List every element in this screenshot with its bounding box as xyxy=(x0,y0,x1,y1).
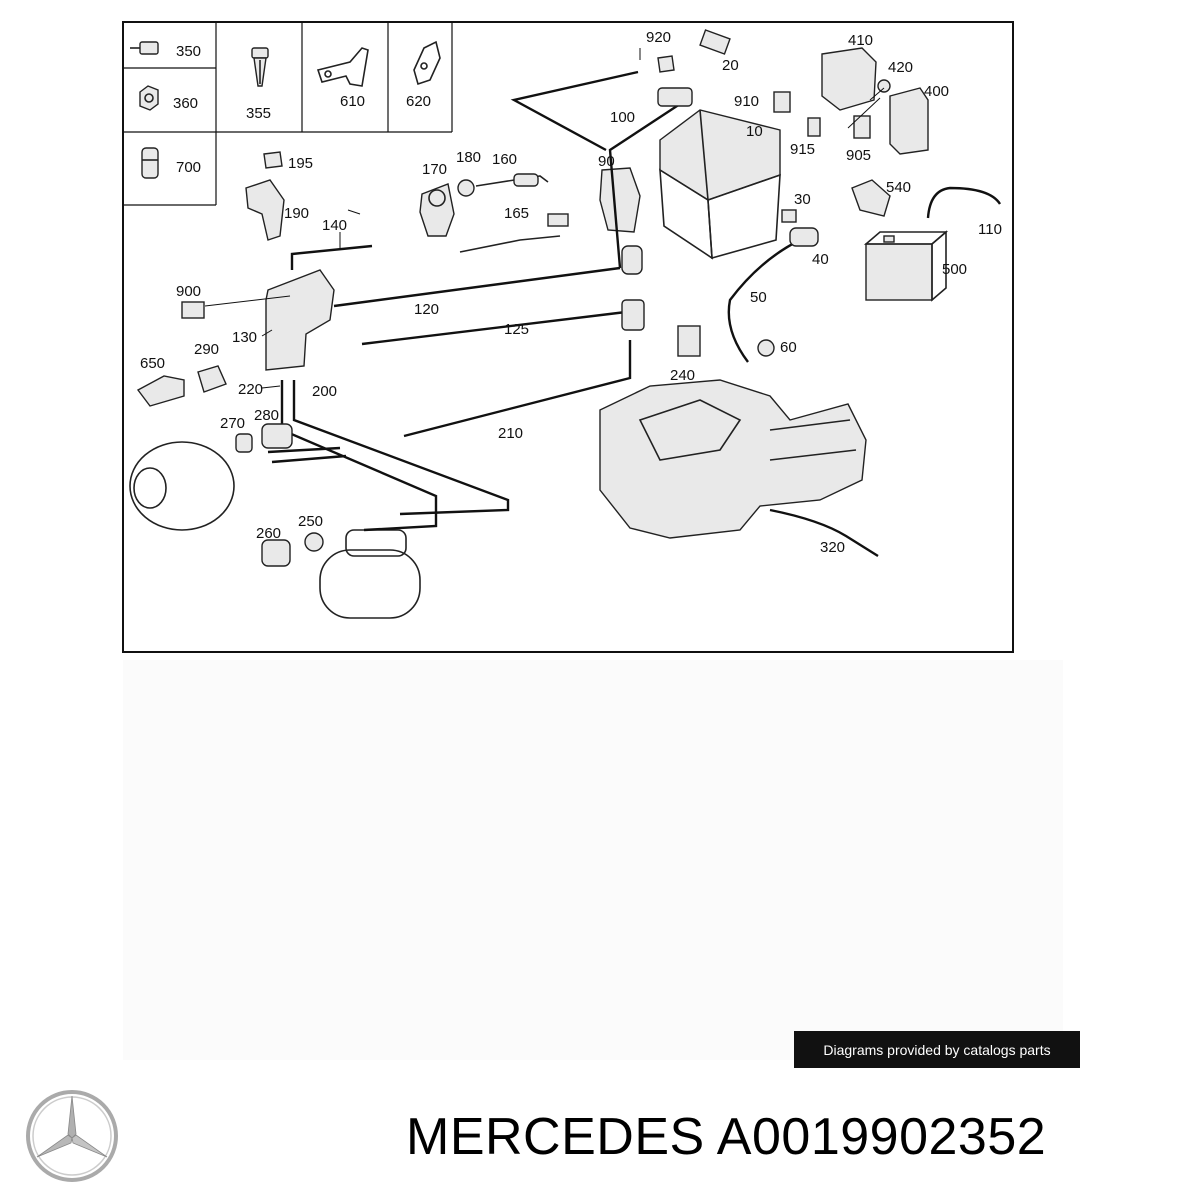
callout-610: 610 xyxy=(340,93,365,110)
diagram-lower-blank-area xyxy=(123,660,1063,1060)
callout-170: 170 xyxy=(422,161,447,178)
callout-270: 270 xyxy=(220,415,245,432)
callout-650: 650 xyxy=(140,355,165,372)
engine-assembly xyxy=(599,379,867,539)
cable-320 xyxy=(769,508,879,558)
callout-620: 620 xyxy=(406,93,431,110)
bracket-410 xyxy=(821,47,877,111)
alternator xyxy=(129,441,235,531)
callout-20: 20 xyxy=(722,57,739,74)
callout-130: 130 xyxy=(232,329,257,346)
terminal-170 xyxy=(419,183,455,237)
callout-110: 110 xyxy=(978,221,1002,238)
callout-140: 140 xyxy=(322,217,347,234)
callout-190: 190 xyxy=(284,205,309,222)
wiring-lines xyxy=(267,70,681,532)
callout-355: 355 xyxy=(246,105,271,122)
module-400 xyxy=(889,87,929,155)
callout-195: 195 xyxy=(288,155,313,172)
cable-110 xyxy=(926,186,1002,219)
callout-920: 920 xyxy=(646,29,671,46)
callout-700: 700 xyxy=(176,159,201,176)
callout-500: 500 xyxy=(942,261,967,278)
hose-50 xyxy=(727,238,801,363)
callout-200: 200 xyxy=(312,383,337,400)
callout-leaders xyxy=(204,48,885,389)
cable-holder-130 xyxy=(265,269,335,371)
clip-190 xyxy=(245,179,285,241)
diagram-credit-badge: Diagrams provided by catalogs parts xyxy=(794,1031,1080,1068)
callout-40: 40 xyxy=(812,251,829,268)
diagram-frame xyxy=(122,21,1014,653)
callout-125: 125 xyxy=(504,321,529,338)
callout-250: 250 xyxy=(298,513,323,530)
callout-400: 400 xyxy=(924,83,949,100)
callout-165: 165 xyxy=(504,205,529,222)
small-parts-grid xyxy=(123,22,453,206)
callout-210: 210 xyxy=(498,425,523,442)
part-number: A0019902352 xyxy=(716,1108,1047,1166)
callout-220: 220 xyxy=(238,381,263,398)
callout-540: 540 xyxy=(886,179,911,196)
callout-260: 260 xyxy=(256,525,281,542)
callout-910: 910 xyxy=(734,93,759,110)
brand-name: MERCEDES xyxy=(406,1108,705,1166)
callout-90: 90 xyxy=(598,153,615,170)
callout-50: 50 xyxy=(750,289,767,306)
callout-100: 100 xyxy=(610,109,635,126)
callout-320: 320 xyxy=(820,539,845,556)
callout-280: 280 xyxy=(254,407,279,424)
callout-labels: 350 360 700 355 610 620 920 20 410 420 4… xyxy=(140,29,1002,556)
callout-160: 160 xyxy=(492,151,517,168)
callout-350: 350 xyxy=(176,43,201,60)
callout-10: 10 xyxy=(746,123,763,140)
battery-10 xyxy=(659,109,781,260)
nut-360 xyxy=(139,85,159,111)
callout-30: 30 xyxy=(794,191,811,208)
fuse-box-90 xyxy=(599,167,641,233)
callout-410: 410 xyxy=(848,32,873,49)
aux-battery-500 xyxy=(863,230,949,302)
callout-420: 420 xyxy=(888,59,913,76)
callout-290: 290 xyxy=(194,341,219,358)
small-loose-parts xyxy=(136,29,891,567)
bolt-350 xyxy=(130,41,159,55)
callout-120: 120 xyxy=(414,301,439,318)
starter-motor xyxy=(319,529,421,619)
bracket-620 xyxy=(413,40,441,86)
callout-915: 915 xyxy=(790,141,815,158)
sleeve-700 xyxy=(141,147,159,179)
part-title: MERCEDES A0019902352 xyxy=(406,1107,1046,1167)
callout-240: 240 xyxy=(670,367,695,384)
clip-355 xyxy=(251,47,269,87)
bracket-610 xyxy=(316,47,369,87)
mercedes-star-logo xyxy=(26,1090,118,1182)
callout-360: 360 xyxy=(173,95,198,112)
callout-180: 180 xyxy=(456,149,481,166)
callout-60: 60 xyxy=(780,339,797,356)
callout-900: 900 xyxy=(176,283,201,300)
callout-905: 905 xyxy=(846,147,871,164)
